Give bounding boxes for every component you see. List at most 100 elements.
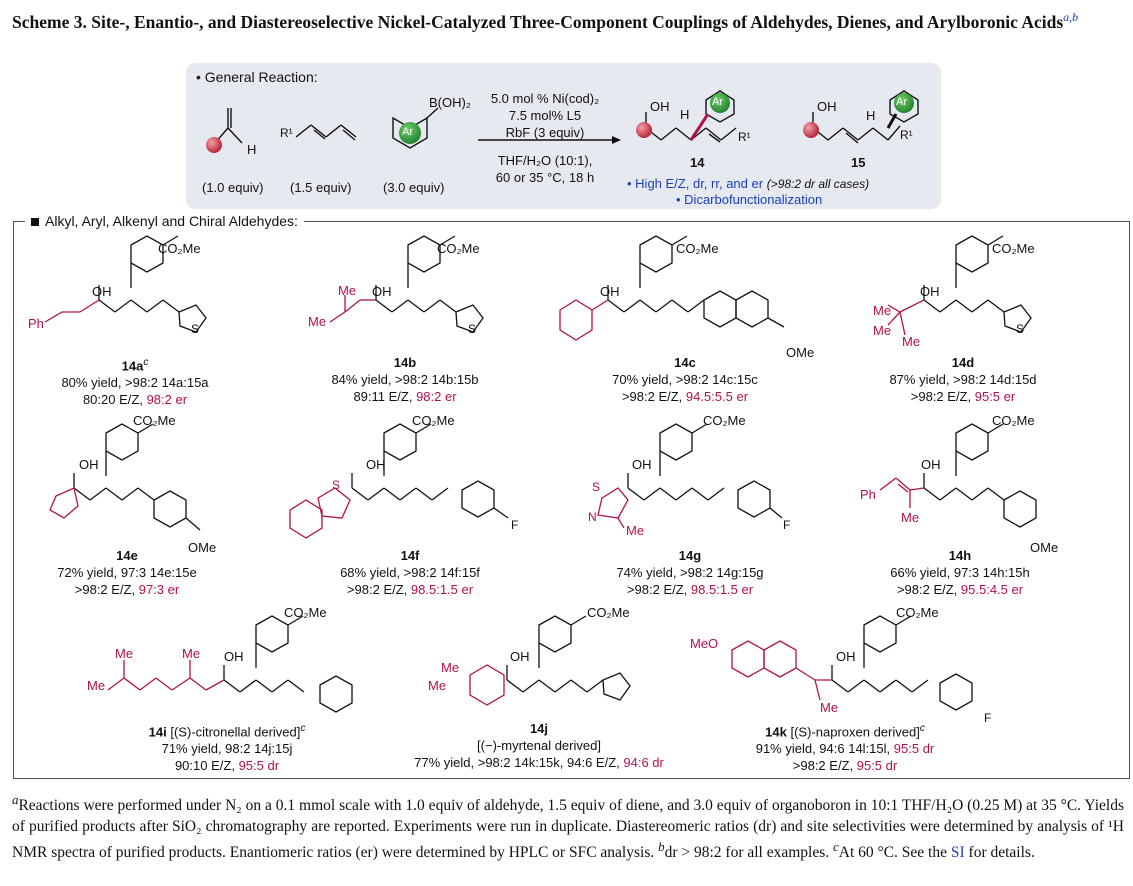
- bullet-selectivity: • High E/Z, dr, rr, and er (>98:2 dr all…: [627, 176, 869, 191]
- section-label-text: Alkyl, Aryl, Alkenyl and Chiral Aldehyde…: [45, 213, 298, 229]
- 14f-s: S: [332, 478, 341, 492]
- er-value: 98:2 er: [146, 392, 188, 408]
- 14h-oh: OH: [921, 457, 941, 472]
- bullet-selectivity-text: • High E/Z, dr, rr, and er: [627, 176, 764, 191]
- 14b-me2: Me: [308, 314, 327, 329]
- 14d-me1: Me: [873, 303, 892, 318]
- er-value: 98.5:1.5 er: [410, 582, 474, 597]
- 14c-co2me: CO₂Me: [676, 241, 719, 256]
- ez-ratio: >98:2 E/Z,: [74, 582, 136, 597]
- product15-h: H: [866, 108, 876, 123]
- ez-ratio: 80:20 E/Z,: [82, 392, 143, 408]
- bullet-dicarbo: • Dicarbofunctionalization: [676, 192, 823, 207]
- substrate-scope-frame: [13, 221, 1130, 779]
- 14k-me: Me: [820, 700, 839, 715]
- 14j-me1: Me: [441, 660, 460, 675]
- 14d-co2me: CO₂Me: [992, 241, 1035, 256]
- caption-14c: 14c 70% yield, >98:2 14c:15c >98:2 E/Z, …: [590, 354, 780, 405]
- structure-14a: [98, 235, 207, 333]
- er-value: 98.5:1.5 er: [690, 582, 754, 597]
- arylboronic-structure: [392, 107, 439, 149]
- diene-structure: [295, 124, 357, 141]
- er-value: 94.5:5.5 er: [685, 389, 749, 404]
- er-value: 95.5:4.5 er: [960, 582, 1024, 597]
- section-label: Alkyl, Aryl, Alkenyl and Chiral Aldehyde…: [25, 213, 304, 229]
- product15-oh: OH: [817, 99, 837, 114]
- structure-14k: [831, 615, 973, 711]
- scheme-title: Scheme 3. Site-, Enantio-, and Diastereo…: [12, 6, 1122, 33]
- 14d-s: S: [1016, 322, 1025, 336]
- general-heading: • General Reaction:: [196, 69, 318, 85]
- footnote: aReactions were performed under N₂ on a …: [12, 792, 1124, 862]
- derivation-label: [(−)-myrtenal derived]: [477, 738, 601, 753]
- 14b-me1: Me: [338, 283, 357, 298]
- product15-ar: Ar: [896, 96, 907, 108]
- title-footnote-marks: a,b: [1063, 10, 1079, 24]
- compound-id: 14b: [393, 355, 417, 370]
- footnote-mark: c: [300, 723, 306, 734]
- 14d-me3: Me: [902, 334, 921, 349]
- scheme-title-text: Site-, Enantio-, and Diastereoselective …: [91, 11, 1064, 32]
- square-bullet-icon: [31, 218, 39, 227]
- product-15-structure: [812, 90, 919, 144]
- caption-14d: 14d 87% yield, >98:2 14d:15d >98:2 E/Z, …: [868, 354, 1058, 405]
- 14i-me2: Me: [87, 678, 106, 693]
- 14g-co2me: CO₂Me: [703, 413, 746, 428]
- caption-14k: 14k [(S)-naproxen derived]c 91% yield, 9…: [730, 720, 960, 774]
- 14g-n: N: [588, 510, 597, 524]
- structure-14h: [923, 423, 1037, 528]
- footnote-mark: c: [143, 357, 149, 368]
- 14i-oh: OH: [224, 649, 244, 664]
- yield-line: 77% yield, >98:2 14k:15k, 94:6 E/Z,: [414, 755, 620, 770]
- product14-h: H: [680, 107, 690, 122]
- 14f-co2me: CO₂Me: [412, 413, 455, 428]
- 14f-oh: OH: [366, 457, 386, 472]
- ez-ratio: >98:2 E/Z,: [896, 582, 958, 597]
- yield-line: 71% yield, 98:2 14j:15j: [161, 741, 293, 757]
- er-value: 97:3 er: [138, 582, 180, 597]
- compound-id: 14d: [951, 355, 975, 370]
- structure-14d: [923, 235, 1032, 333]
- equiv-boronic: (3.0 equiv): [383, 180, 445, 195]
- 14j-co2me: CO₂Me: [587, 605, 630, 620]
- 14k-co2me: CO₂Me: [896, 605, 939, 620]
- caption-14j: 14j [(−)-myrtenal derived] 77% yield, >9…: [394, 720, 684, 771]
- bullet-selectivity-note: (>98:2 dr all cases): [766, 177, 870, 191]
- caption-14i: 14i [(S)-citronellal derived]c 71% yield…: [112, 720, 342, 774]
- conditions-below: THF/H₂O (10:1), 60 or 35 °C, 18 h: [482, 152, 608, 186]
- er-value: 95:5 er: [974, 389, 1016, 404]
- 14h-ome: OMe: [1030, 540, 1059, 555]
- conditions-above: 5.0 mol % Ni(cod)₂ 7.5 mol% L5 RbF (3 eq…: [482, 90, 608, 141]
- dr-value-2: 95:5 dr: [856, 758, 898, 774]
- caption-14a: 14ac 80% yield, >98:2 14a:15a 80:20 E/Z,…: [40, 354, 230, 408]
- 14b-co2me: CO₂Me: [437, 241, 480, 256]
- 14k-oh: OH: [836, 649, 856, 664]
- yield-line: 87% yield, >98:2 14d:15d: [889, 372, 1037, 387]
- 14h-ph: Ph: [860, 487, 876, 502]
- product-14-label: 14: [690, 155, 705, 170]
- caption-14g: 14g 74% yield, >98:2 14g:15g >98:2 E/Z, …: [590, 547, 790, 598]
- 14c-ome: OMe: [786, 345, 815, 360]
- 14d-me2: Me: [873, 323, 892, 338]
- 14k-f: F: [984, 711, 992, 725]
- compound-id: 14a: [121, 358, 144, 374]
- si-link[interactable]: SI: [950, 844, 965, 862]
- r-group-ball-icon: [206, 137, 222, 153]
- equiv-diene: (1.5 equiv): [290, 180, 352, 195]
- 14i-co2me: CO₂Me: [284, 605, 327, 620]
- 14f-f: F: [511, 518, 519, 532]
- condition-catalyst: 5.0 mol % Ni(cod)₂: [490, 91, 600, 106]
- 14i-me3: Me: [182, 646, 201, 661]
- yield-line: 66% yield, 97:3 14h:15h: [890, 565, 1030, 580]
- 14b-oh: OH: [372, 284, 392, 299]
- 14g-me: Me: [626, 523, 645, 538]
- r-group-ball-icon: [636, 122, 652, 138]
- equiv-aldehyde: (1.0 equiv): [202, 180, 264, 195]
- ez-ratio: >98:2 E/Z,: [910, 389, 972, 404]
- ez-ratio: 89:11 E/Z,: [353, 389, 413, 404]
- 14k-meo: MeO: [690, 636, 719, 651]
- condition-ligand: 7.5 mol% L5: [508, 108, 582, 123]
- compound-id: 14g: [678, 548, 702, 563]
